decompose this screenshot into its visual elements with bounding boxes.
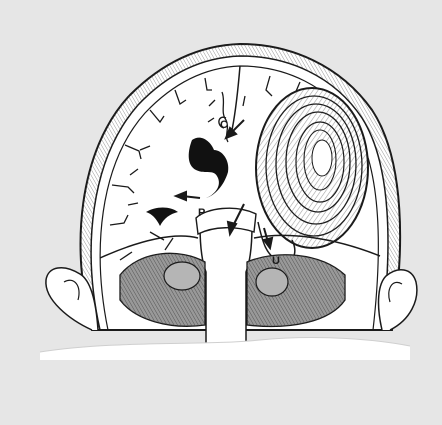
label-p: P xyxy=(198,207,205,219)
label-c: C xyxy=(220,119,228,131)
hematoma-mass xyxy=(256,88,368,248)
brainstem xyxy=(200,225,252,350)
label-u: U xyxy=(272,255,280,267)
